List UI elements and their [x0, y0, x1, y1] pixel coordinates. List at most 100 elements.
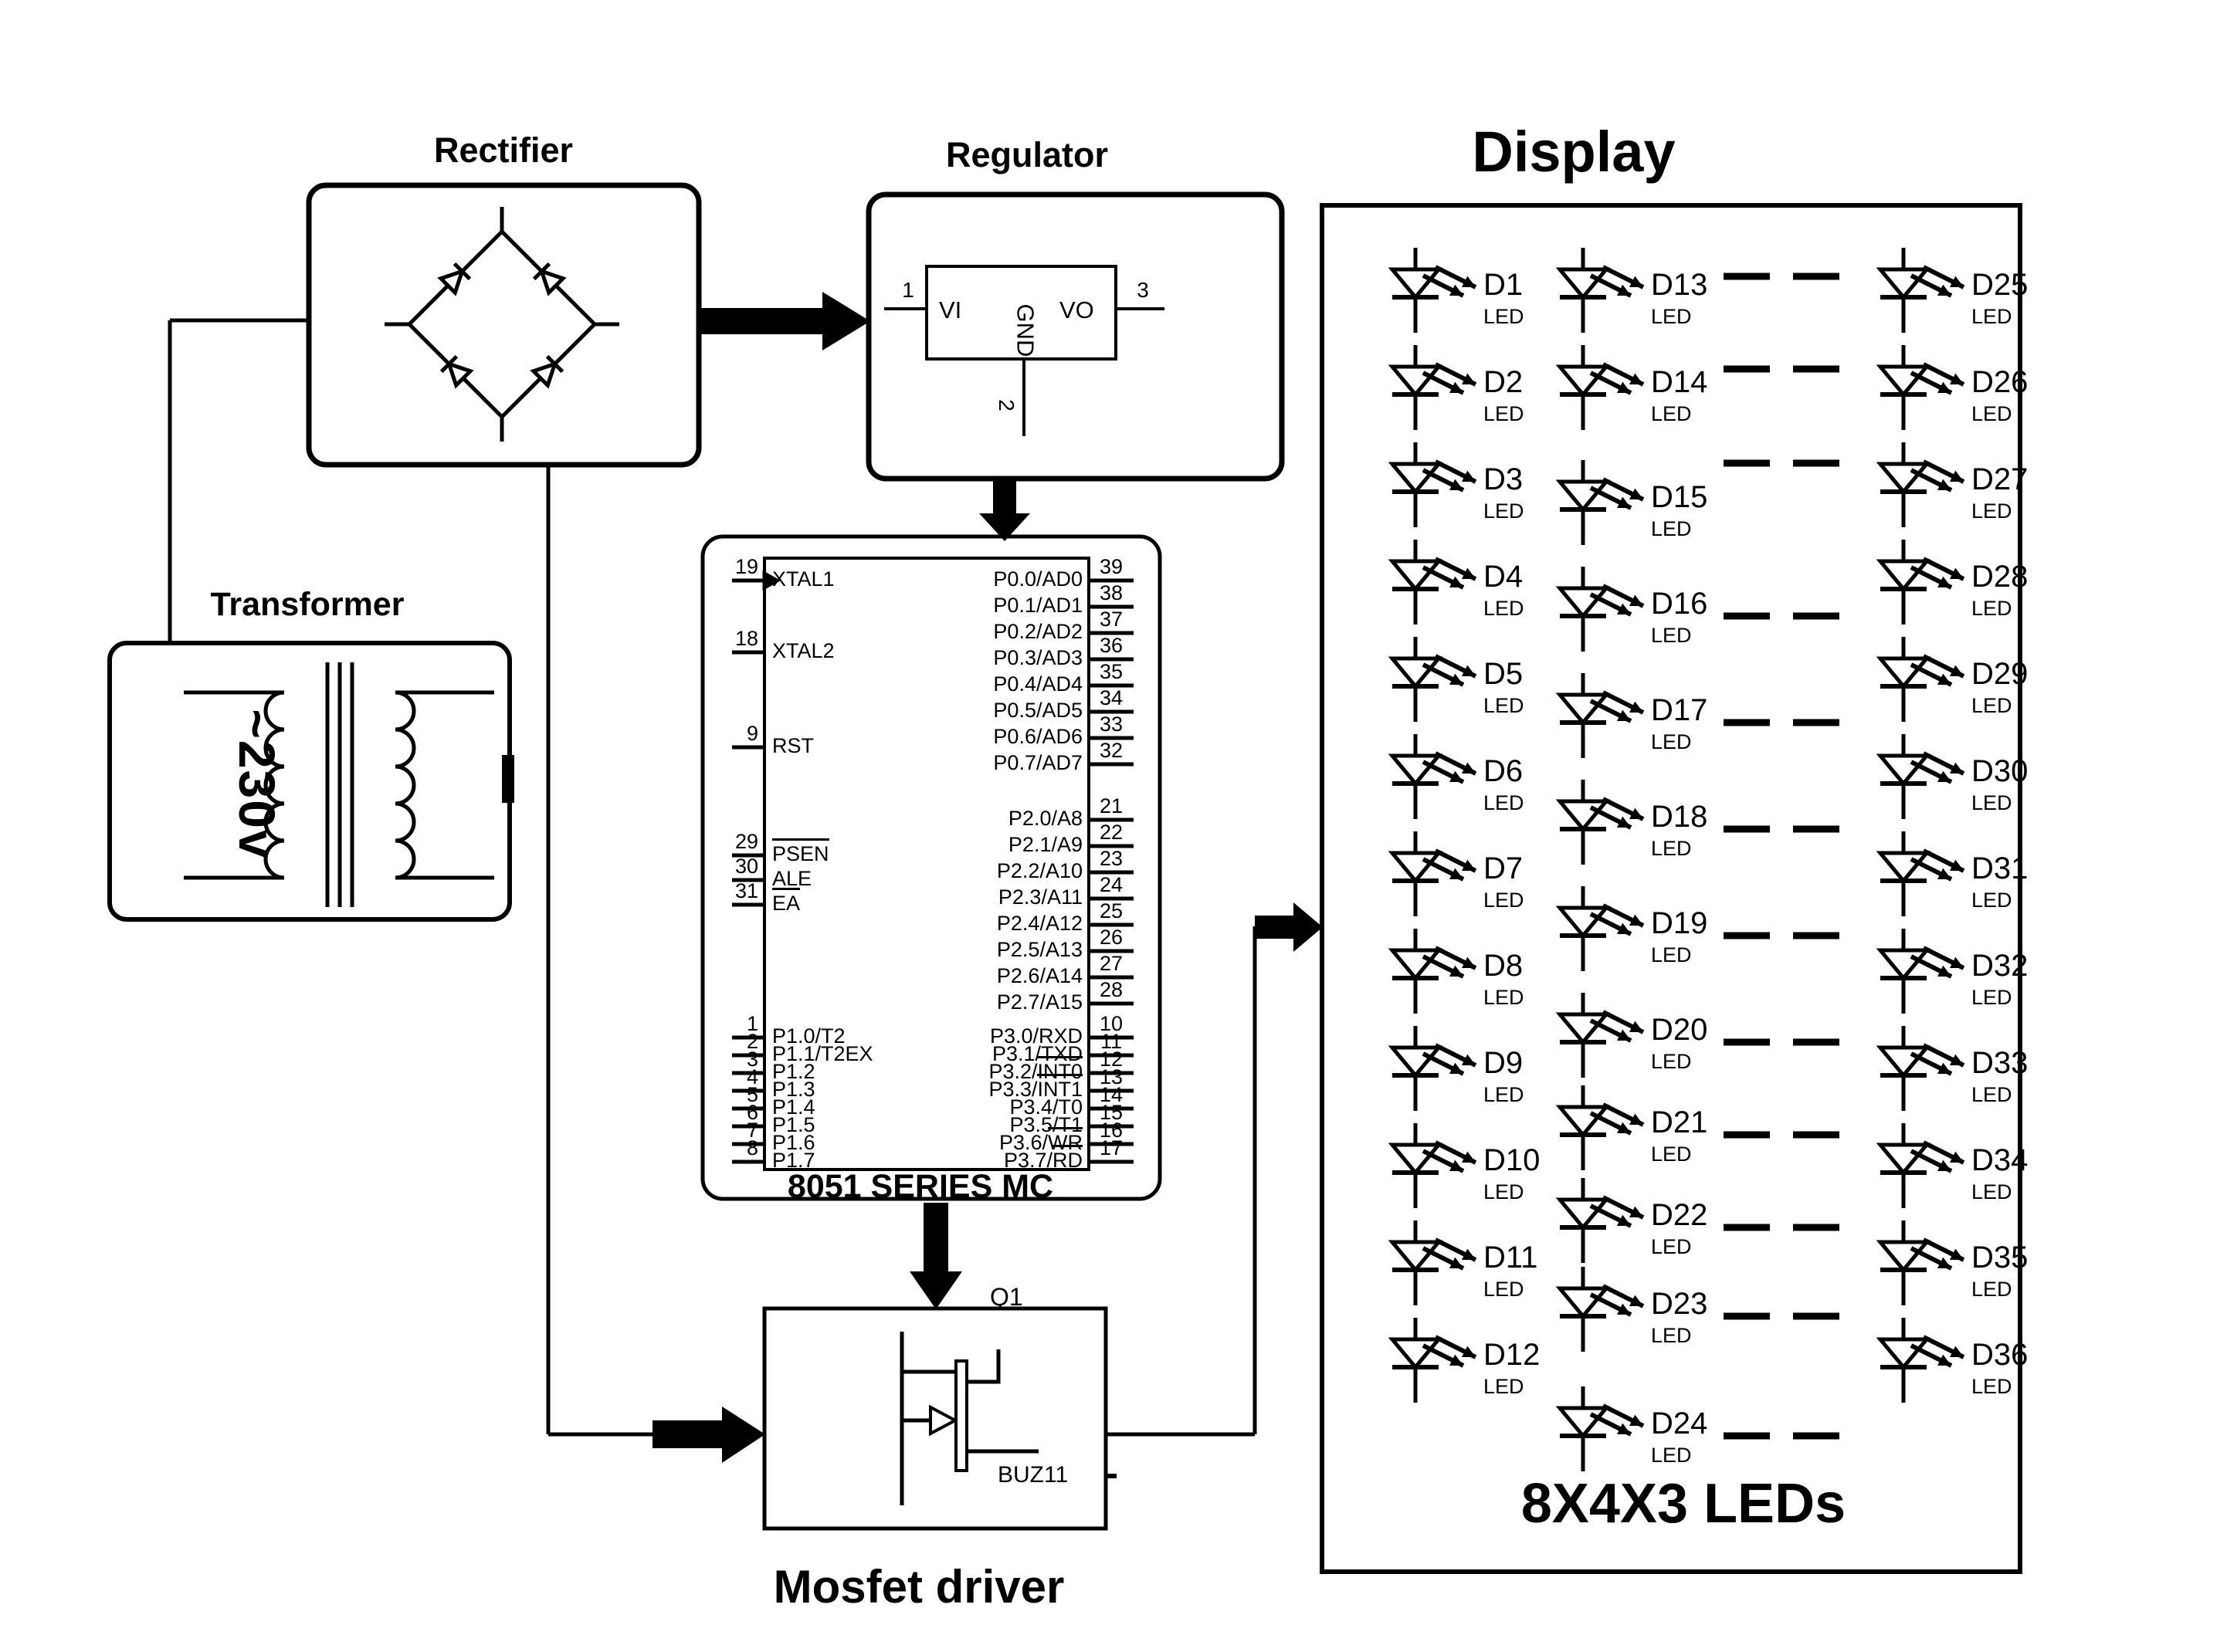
led-emission-arrowhead-icon	[1449, 284, 1463, 296]
arrow-mcu-to-mosfet	[910, 1203, 962, 1309]
led-symbol-d26	[1876, 345, 1965, 430]
led-symbol-d36	[1876, 1318, 1965, 1403]
mcu-pin-label: P0.3/AD3	[993, 646, 1083, 669]
led-emission-arrowhead-icon	[1950, 1054, 1964, 1065]
mcu-pin-label: PSEN	[772, 838, 829, 865]
led-type-label: LED	[1651, 1050, 1692, 1073]
led-emission-arrowhead-icon	[1937, 1062, 1951, 1074]
led-symbol-d20	[1555, 993, 1645, 1078]
led-symbols	[1388, 248, 1965, 1471]
led-triangle	[1555, 1105, 1611, 1138]
led-label-d33: D33	[1971, 1046, 2029, 1080]
led-type-label: LED	[1651, 402, 1692, 425]
mcu-pin-number: 24	[1099, 873, 1124, 896]
led-type-label: LED	[1483, 791, 1524, 814]
mcu-pin-number: 30	[734, 855, 758, 878]
led-symbol-d19	[1555, 886, 1645, 971]
mcu-pin-label: P1.6	[772, 1131, 815, 1154]
led-type-label: LED	[1971, 305, 2012, 328]
mcu-pin-label: P1.4	[772, 1095, 815, 1119]
led-type-label: LED	[1483, 694, 1524, 717]
led-emission-arrowhead-icon	[1449, 1257, 1463, 1268]
led-type-label: LED	[1651, 1235, 1692, 1258]
mcu-pin-label: P0.2/AD2	[993, 620, 1083, 643]
mcu-pin-label: P1.5	[772, 1113, 815, 1136]
led-emission-arrowhead-icon	[1449, 381, 1463, 393]
pin-label-text: P3.2/	[988, 1060, 1038, 1083]
transformer-primary-coil	[184, 690, 285, 880]
mosfet-body-arrow	[929, 1404, 959, 1437]
led-label-d9: D9	[1483, 1046, 1524, 1080]
led-type-label: LED	[1971, 1375, 2012, 1398]
led-label-d34: D34	[1971, 1143, 2029, 1177]
led-emission-arrowhead-icon	[1950, 665, 1964, 676]
led-symbol-d6	[1388, 734, 1477, 819]
led-emission-arrowhead-icon	[1617, 381, 1631, 393]
regulator-box	[866, 191, 1285, 482]
mcu-pin-number: 19	[734, 555, 758, 578]
led-type-label: LED	[1483, 499, 1524, 523]
mcu-pin-number: 28	[1099, 978, 1124, 1001]
mcu-pin-number: 22	[1099, 821, 1124, 844]
led-emission-arrowhead-icon	[1629, 807, 1643, 819]
led-label-d25: D25	[1971, 268, 2029, 302]
led-triangle	[1555, 1406, 1611, 1439]
led-symbol-d32	[1876, 929, 1965, 1014]
led-emission-arrowhead-icon	[1950, 470, 1964, 482]
led-label-d4: D4	[1483, 560, 1524, 594]
mcu-pin-lines	[732, 570, 1134, 1164]
regulator-vi-label: VI	[939, 296, 962, 323]
led-type-label: LED	[1483, 986, 1524, 1009]
led-label-d35: D35	[1971, 1241, 2029, 1275]
led-label-d30: D30	[1971, 754, 2029, 788]
led-triangle	[1388, 948, 1443, 981]
mcu-pin-number: 9	[746, 722, 758, 745]
led-emission-arrowhead-icon	[1617, 1122, 1631, 1133]
led-type-label: LED	[1651, 1143, 1692, 1166]
mcu-pin-label: P3.7/RD	[882, 1145, 1083, 1172]
led-type-label: LED	[1971, 597, 2012, 620]
led-label-d23: D23	[1651, 1287, 1708, 1321]
mcu-pin-label: P3.0/RXD	[989, 1024, 1083, 1048]
led-emission-arrowhead-icon	[1937, 1354, 1951, 1366]
mcu-pin-number: 31	[734, 879, 758, 902]
led-label-d2: D2	[1483, 365, 1524, 399]
led-emission-arrowhead-icon	[1462, 470, 1476, 482]
led-type-label: LED	[1651, 305, 1692, 328]
arrow-rectifier-to-regulator	[699, 292, 870, 350]
led-triangle	[1876, 462, 1931, 495]
pin-label-overline: PSEN	[772, 838, 829, 865]
led-label-d20: D20	[1651, 1013, 1708, 1047]
mcu-pin-label: P0.1/AD1	[993, 594, 1083, 617]
mcu-pin-number: 23	[1099, 847, 1124, 870]
mcu-pin-number: 18	[734, 627, 758, 650]
led-emission-arrowhead-icon	[1617, 1214, 1631, 1226]
led-label-d11: D11	[1483, 1241, 1538, 1275]
mcu-pin-number: 25	[1099, 899, 1124, 922]
led-type-label: LED	[1483, 1375, 1524, 1398]
led-type-label: LED	[1971, 1278, 2012, 1301]
led-emission-arrowhead-icon	[1462, 567, 1476, 579]
mcu-pin-label: P2.0/A8	[1008, 807, 1083, 830]
mosfet-driver-title: Mosfet driver	[773, 1561, 1065, 1613]
arrow-regulator-to-mcu	[979, 479, 1030, 541]
mcu-pin-number: 14	[1099, 1083, 1124, 1106]
regulator-gnd-label: GND	[1012, 303, 1039, 357]
led-triangle	[1876, 267, 1931, 300]
led-type-label: LED	[1483, 402, 1524, 425]
led-triangle	[1555, 364, 1611, 398]
led-label-d21: D21	[1651, 1105, 1708, 1139]
mcu-pin-number: 36	[1099, 634, 1124, 657]
led-emission-arrowhead-icon	[1629, 701, 1643, 713]
mcu-pin-label: P3.6/WR	[882, 1127, 1083, 1154]
led-label-d22: D22	[1651, 1198, 1708, 1232]
led-triangle	[1555, 799, 1611, 832]
regulator-pin2-number: 2	[995, 399, 1019, 411]
led-emission-arrowhead-icon	[1617, 816, 1631, 828]
led-triangle	[1876, 1143, 1931, 1176]
led-triangle	[1388, 559, 1443, 592]
led-label-d18: D18	[1651, 800, 1708, 834]
mcu-pin-label: P2.1/A9	[1008, 833, 1083, 856]
mcu-pin-label: P0.0/AD0	[993, 567, 1083, 591]
